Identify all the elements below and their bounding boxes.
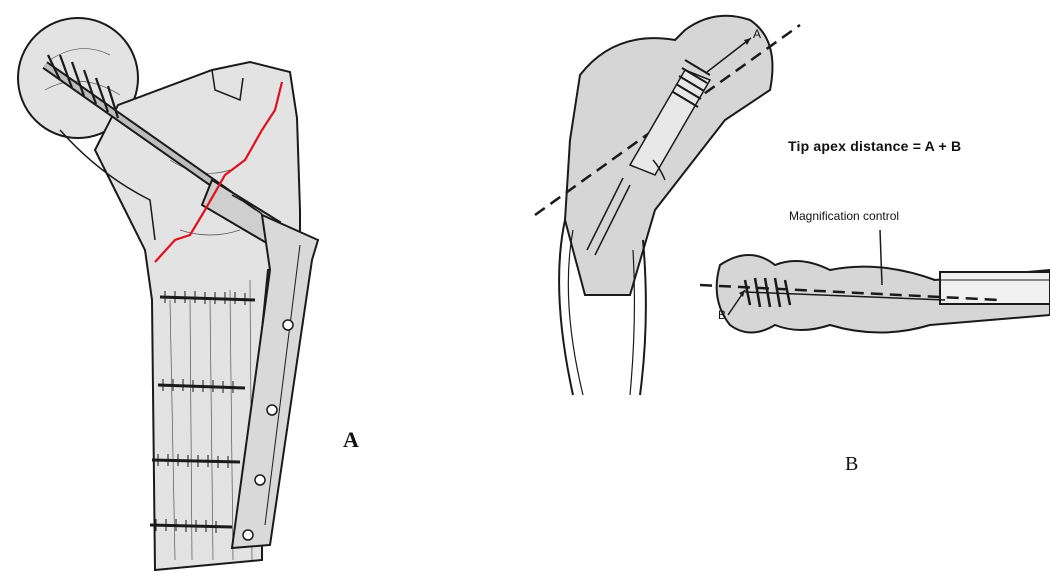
magnification-control-label: Magnification control — [789, 209, 899, 223]
distance-b-label: B — [718, 308, 726, 322]
panel-label-b: B — [845, 453, 858, 476]
tip-apex-axial-view — [700, 230, 1050, 350]
panel-label-a: A — [343, 427, 359, 453]
distance-a-label: A — [753, 27, 761, 41]
tip-apex-distance-formula: Tip apex distance = A + B — [788, 138, 961, 154]
femur-hip-screw-illustration — [0, 0, 340, 580]
